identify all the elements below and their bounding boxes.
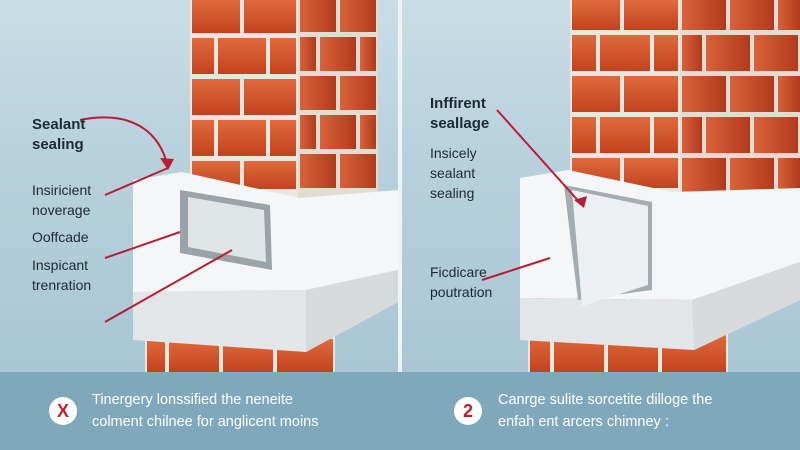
- footer-left: X Tinergery lonssified the neneite colme…: [0, 372, 398, 450]
- right-arrows: [481, 109, 583, 281]
- label-insicely: Insicely sealant sealing: [430, 145, 477, 201]
- footer-right-text: Canrge sulite sorcetite dilloge the enfa…: [498, 392, 713, 430]
- right-chimney-illustration: [481, 0, 800, 372]
- panel-divider: [398, 0, 402, 450]
- label-sealant: Sealant sealing: [32, 116, 86, 153]
- right-chimney-front-bricks: [572, 0, 678, 188]
- left-panel: Sealant sealing Insiricient noverage Oof…: [0, 0, 398, 372]
- right-chimney-side-bricks: [682, 0, 800, 194]
- left-chimney-illustration: [79, 0, 398, 372]
- footer-right: 2 Canrge sulite sorcetite dilloge the en…: [402, 372, 800, 450]
- label-insufficient: Insiricient noverage: [32, 182, 92, 218]
- chimney-side-bricks: [300, 0, 376, 188]
- label-infferent: Inffirent seallage: [430, 95, 490, 132]
- chimney-front-bricks: [192, 0, 296, 189]
- x-badge-icon: X: [49, 397, 77, 425]
- sealant-fill: [188, 197, 266, 262]
- arrow-head: [160, 158, 174, 170]
- caption-footer: X Tinergery lonssified the neneite colme…: [0, 372, 800, 450]
- number-badge-icon: 2: [454, 397, 482, 425]
- label-inspicant: Inspicant trenration: [32, 257, 92, 293]
- right-arrow-head: [574, 196, 587, 208]
- right-sealant-fill: [572, 190, 648, 306]
- right-panel: Inffirent seallage Insicely sealant seal…: [402, 0, 800, 372]
- left-arrows: [79, 116, 233, 323]
- label-offcade: Ooffcade: [32, 229, 89, 245]
- footer-left-text: Tinergery lonssified the neneite colment…: [92, 392, 319, 430]
- label-fiedicare: Ficdicare poutration: [430, 264, 493, 300]
